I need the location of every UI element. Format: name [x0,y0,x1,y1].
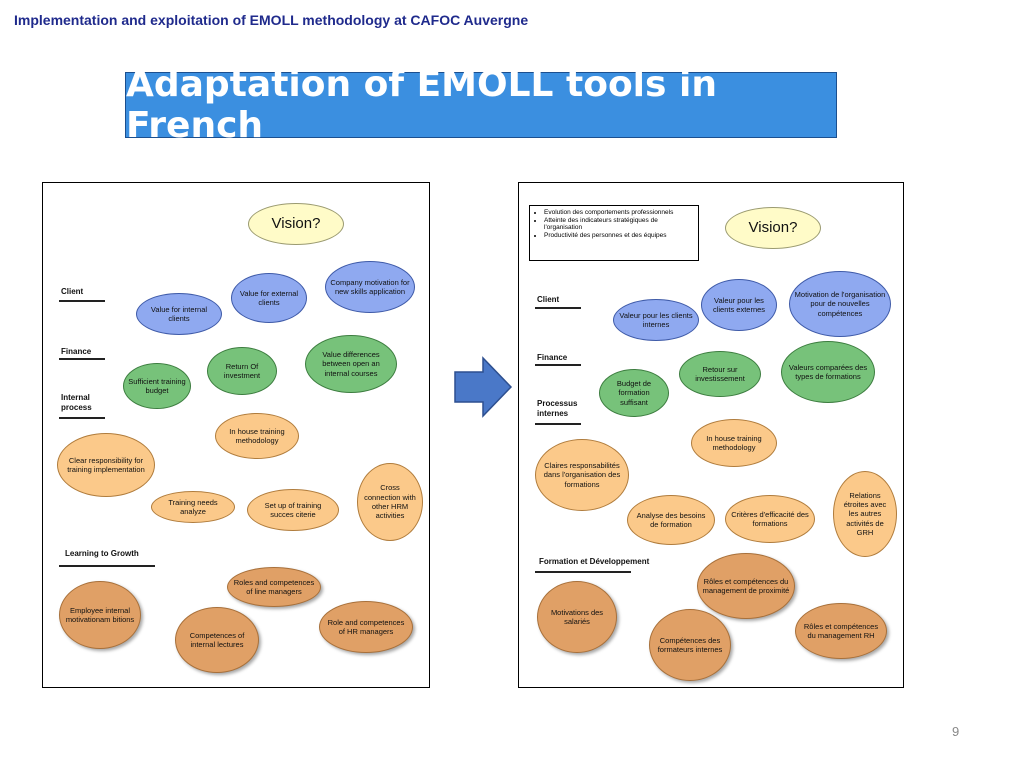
oval-value-differences: Value differences between open an intern… [305,335,397,393]
right-arrow-icon [454,356,513,418]
divider-finance [59,358,105,360]
divider-learning-fr [535,571,631,573]
label-client: Client [61,287,84,296]
slide-title: Adaptation of EMOLL tools in French [126,64,717,146]
english-diagram-panel: Vision? Client Finance Internal process … [42,182,430,688]
bullet-item: Atteinte des indicateurs stratégiques de… [544,217,694,231]
divider-internal [59,417,105,419]
divider-client-fr [535,307,581,309]
oval-relations-etroites: Relations étroites avec les autres activ… [833,471,897,557]
divider-client [59,300,105,302]
oval-roles-line-managers: Roles and competences of line managers [227,567,321,607]
slide-header: Implementation and exploitation of EMOLL… [14,12,529,28]
divider-internal-fr [535,423,581,425]
vision-oval: Vision? [248,203,344,245]
oval-motivations-salaries: Motivations des salariés [537,581,617,653]
outcomes-bullet-box: Evolution des comportements professionne… [529,205,699,261]
french-diagram-panel: Evolution des comportements professionne… [518,182,904,688]
oval-valeur-clients-internes: Valeur pour les clients internes [613,299,699,341]
oval-inhouse-training-fr: In house training methodology [691,419,777,467]
oval-roles-management-rh: Rôles et compétences du management RH [795,603,887,659]
oval-value-internal-clients: Value for internal clients [136,293,222,335]
oval-claires-responsabilites: Claires responsabilités dans l'organisat… [535,439,629,511]
oval-analyse-besoins: Analyse des besoins de formation [627,495,715,545]
oval-value-external-clients: Value for external clients [231,273,307,323]
label-finance: Finance [61,347,92,356]
oval-cross-connection: Cross connection with other HRM activiti… [357,463,423,541]
vision-oval-fr: Vision? [725,207,821,249]
oval-company-motivation: Company motivation for new skills applic… [325,261,415,313]
label-processus-internes: Processus internes [537,399,578,418]
oval-valeurs-comparees: Valeurs comparées des types de formation… [781,341,875,403]
divider-learning [59,565,155,567]
slide-title-box: Adaptation of EMOLL tools in French [125,64,837,146]
oval-competences-formateurs: Compétences des formateurs internes [649,609,731,681]
oval-budget-formation: Budget de formation suffisant [599,369,669,417]
oval-role-hr-managers: Role and competences of HR managers [319,601,413,653]
oval-return-investment: Return Of investment [207,347,277,395]
oval-sufficient-budget: Sufficient training budget [123,363,191,409]
bullet-item: Productivité des personnes et des équipe… [544,232,694,239]
oval-roles-proximite: Rôles et compétences du management de pr… [697,553,795,619]
oval-retour-investissement: Retour sur investissement [679,351,761,397]
divider-finance-fr [535,364,581,366]
oval-criteres-efficacite: Critères d'efficacité des formations [725,495,815,543]
oval-motivation-organisation: Motivation de l'organisation pour de nou… [789,271,891,337]
label-finance-fr: Finance [537,353,568,362]
oval-clear-responsibility: Clear responsibility for training implem… [57,433,155,497]
label-internal-process: Internal process [61,393,92,412]
oval-inhouse-training: In house training methodology [215,413,299,459]
label-learning-growth: Learning to Growth [65,549,139,558]
oval-setup-criteria: Set up of training succes citerie [247,489,339,531]
oval-training-needs: Training needs analyze [151,491,235,523]
oval-competences-lectures: Competences of internal lectures [175,607,259,673]
bullet-item: Evolution des comportements professionne… [544,209,694,216]
oval-valeur-clients-externes: Valeur pour les clients externes [701,279,777,331]
page-number: 9 [952,724,960,739]
oval-employee-motivation: Employee internal motivationam bitions [59,581,141,649]
label-client-fr: Client [537,295,560,304]
label-formation-developpement: Formation et Développement [539,557,650,566]
